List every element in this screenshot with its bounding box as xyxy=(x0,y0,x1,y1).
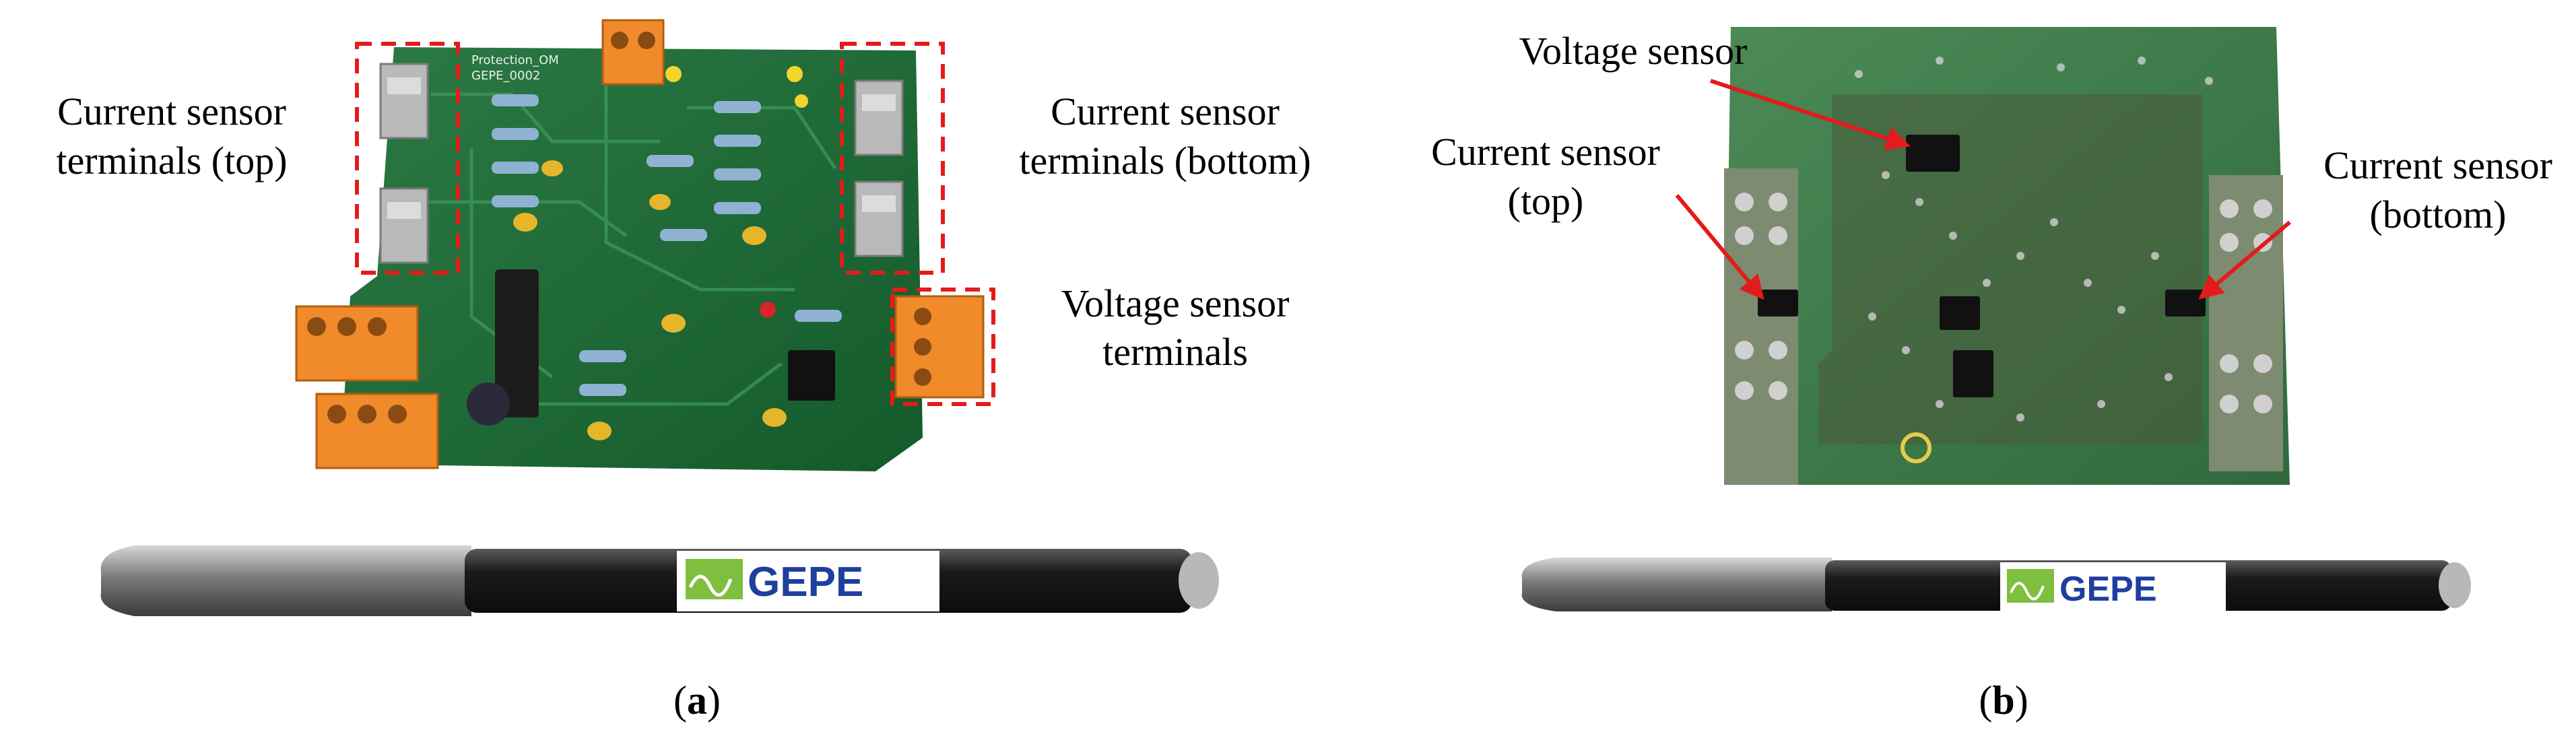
current-terminals-top xyxy=(379,63,429,264)
label-b-current-top-line2: (top) xyxy=(1508,179,1584,223)
resistor-array xyxy=(492,94,842,396)
relay xyxy=(495,269,539,418)
pen-a: GEPE xyxy=(100,545,1219,616)
voltage-sensor-chip xyxy=(1906,135,1960,172)
dashed-box-current-bottom xyxy=(840,42,945,275)
arrow-current-bottom xyxy=(2198,220,2291,300)
smd-ic-2 xyxy=(1953,350,1993,397)
gepe-logo-text-b: GEPE xyxy=(2059,570,2157,609)
label-current-top-line1: Current sensor xyxy=(57,90,286,133)
red-led xyxy=(760,302,776,318)
label-b-current-bottom-line2: (bottom) xyxy=(2370,193,2507,236)
caption-a: (a) xyxy=(673,678,721,723)
left-terminal-strip xyxy=(1724,168,1798,485)
solder-points xyxy=(1855,57,2213,422)
panel-a: Protection_OM GEPE_0002 xyxy=(56,19,1311,723)
mounting-hole xyxy=(1901,432,1931,463)
gepe-logo-label-b: GEPE xyxy=(2000,562,2226,611)
caption-b: (b) xyxy=(1979,678,2028,723)
pcb-silkscreen-line2: GEPE_0002 xyxy=(471,69,540,83)
left-orange-terminal-blocks xyxy=(295,305,439,469)
dashed-box-current-top xyxy=(355,42,460,275)
label-voltage-line2: terminals xyxy=(1102,330,1248,374)
label-current-bottom-line2: terminals (bottom) xyxy=(1019,139,1311,182)
voltage-terminal-block xyxy=(894,295,985,399)
current-terminals-bottom xyxy=(854,79,904,257)
right-terminal-strip xyxy=(2209,175,2283,471)
arrow-current-top xyxy=(1675,194,1764,300)
capacitors xyxy=(513,160,787,440)
yellow-led xyxy=(787,66,803,82)
label-b-current-bottom-line1: Current sensor xyxy=(2323,143,2552,187)
panel-b: Voltage sensor Current sensor (top) Curr… xyxy=(1431,27,2552,723)
ic-chip xyxy=(788,350,835,401)
pcb-board-bottom-view xyxy=(1724,27,2290,485)
electrolytic-capacitor xyxy=(467,382,510,426)
arrow-voltage-sensor xyxy=(1710,79,1911,151)
label-voltage-line1: Voltage sensor xyxy=(1061,281,1290,325)
current-sensor-bottom-chip xyxy=(2165,290,2206,316)
dashed-box-voltage xyxy=(890,288,995,406)
label-current-top-line2: terminals (top) xyxy=(56,139,287,182)
gepe-logo-text-a: GEPE xyxy=(748,559,863,605)
label-voltage-sensor: Voltage sensor xyxy=(1519,29,1748,73)
current-sensor-top-chip xyxy=(1758,290,1798,316)
pcb-board-top-view: Protection_OM GEPE_0002 xyxy=(295,19,985,471)
pcb-silkscreen-line1: Protection_OM xyxy=(471,53,559,67)
smd-ic-1 xyxy=(1940,296,1980,330)
label-current-bottom-line1: Current sensor xyxy=(1051,90,1280,133)
pen-b: GEPE xyxy=(1521,558,2471,611)
gepe-logo-label-a: GEPE xyxy=(677,551,939,611)
label-b-current-top-line1: Current sensor xyxy=(1431,130,1660,174)
top-orange-connector xyxy=(601,19,665,86)
